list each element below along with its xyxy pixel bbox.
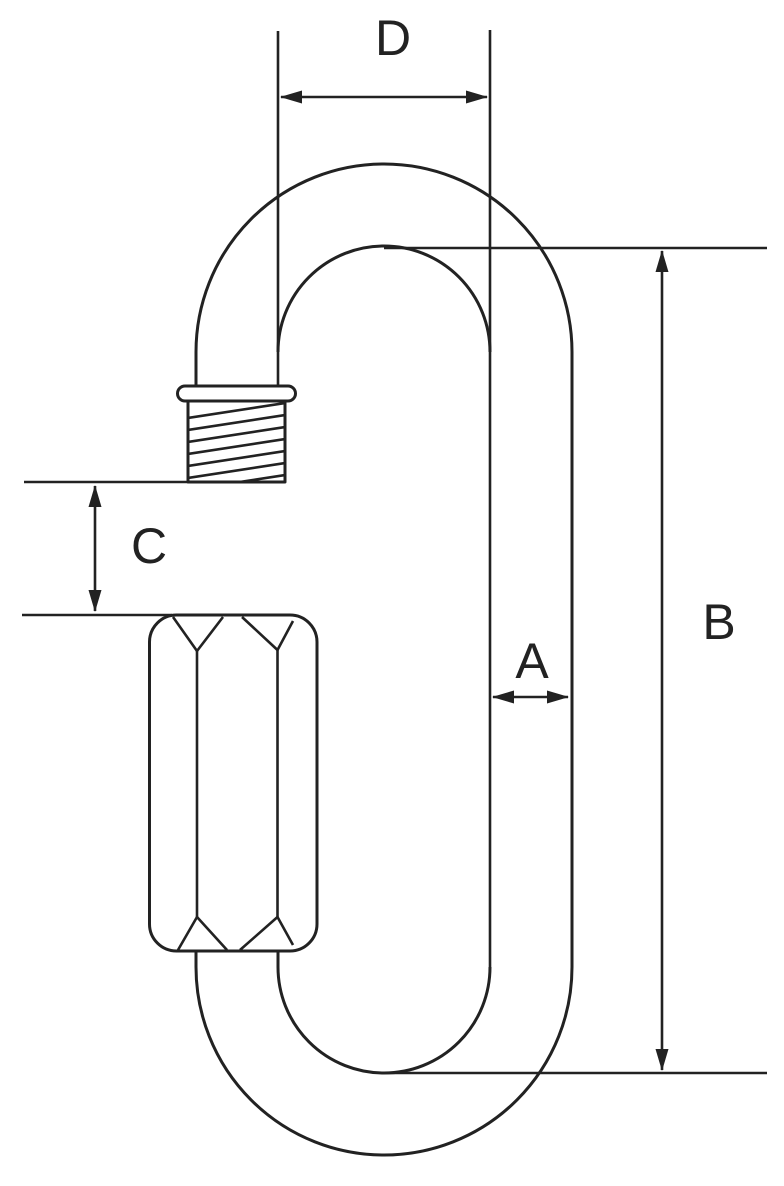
dimension-b-label: B [702,594,735,650]
nut-chamfer-bottom-right [239,915,295,951]
thread-line [188,401,285,420]
link-outer-bottom-arc [194,952,574,1157]
thread-line [231,473,285,482]
nut-chamfer-top-left [171,616,225,653]
gate-flange-cap [176,384,297,403]
link-body [194,30,574,1157]
nut-chamfer-bottom-left [176,915,228,951]
dimension-b: B [384,246,767,1075]
dimension-a: A [492,633,569,704]
link-outer-outline [194,162,574,967]
thread-line [188,461,285,480]
link-inner-top-arc [276,244,492,353]
hex-nut [148,613,319,953]
dimension-c-label: C [131,518,167,574]
thread-line [188,437,285,456]
dimension-d-label: D [375,10,411,66]
nut-chamfer-top-right [241,616,295,652]
dimension-c: C [22,480,188,617]
link-inner-bottom-arc [276,952,492,1075]
thread-line [188,449,285,468]
gate-thread-hatching [188,401,285,482]
nut-outline [148,613,319,953]
dimension-a-label: A [515,633,549,689]
dimension-d: D [280,10,488,104]
screw-gate [176,384,297,484]
thread-line [188,413,285,432]
thread-line [188,425,285,444]
